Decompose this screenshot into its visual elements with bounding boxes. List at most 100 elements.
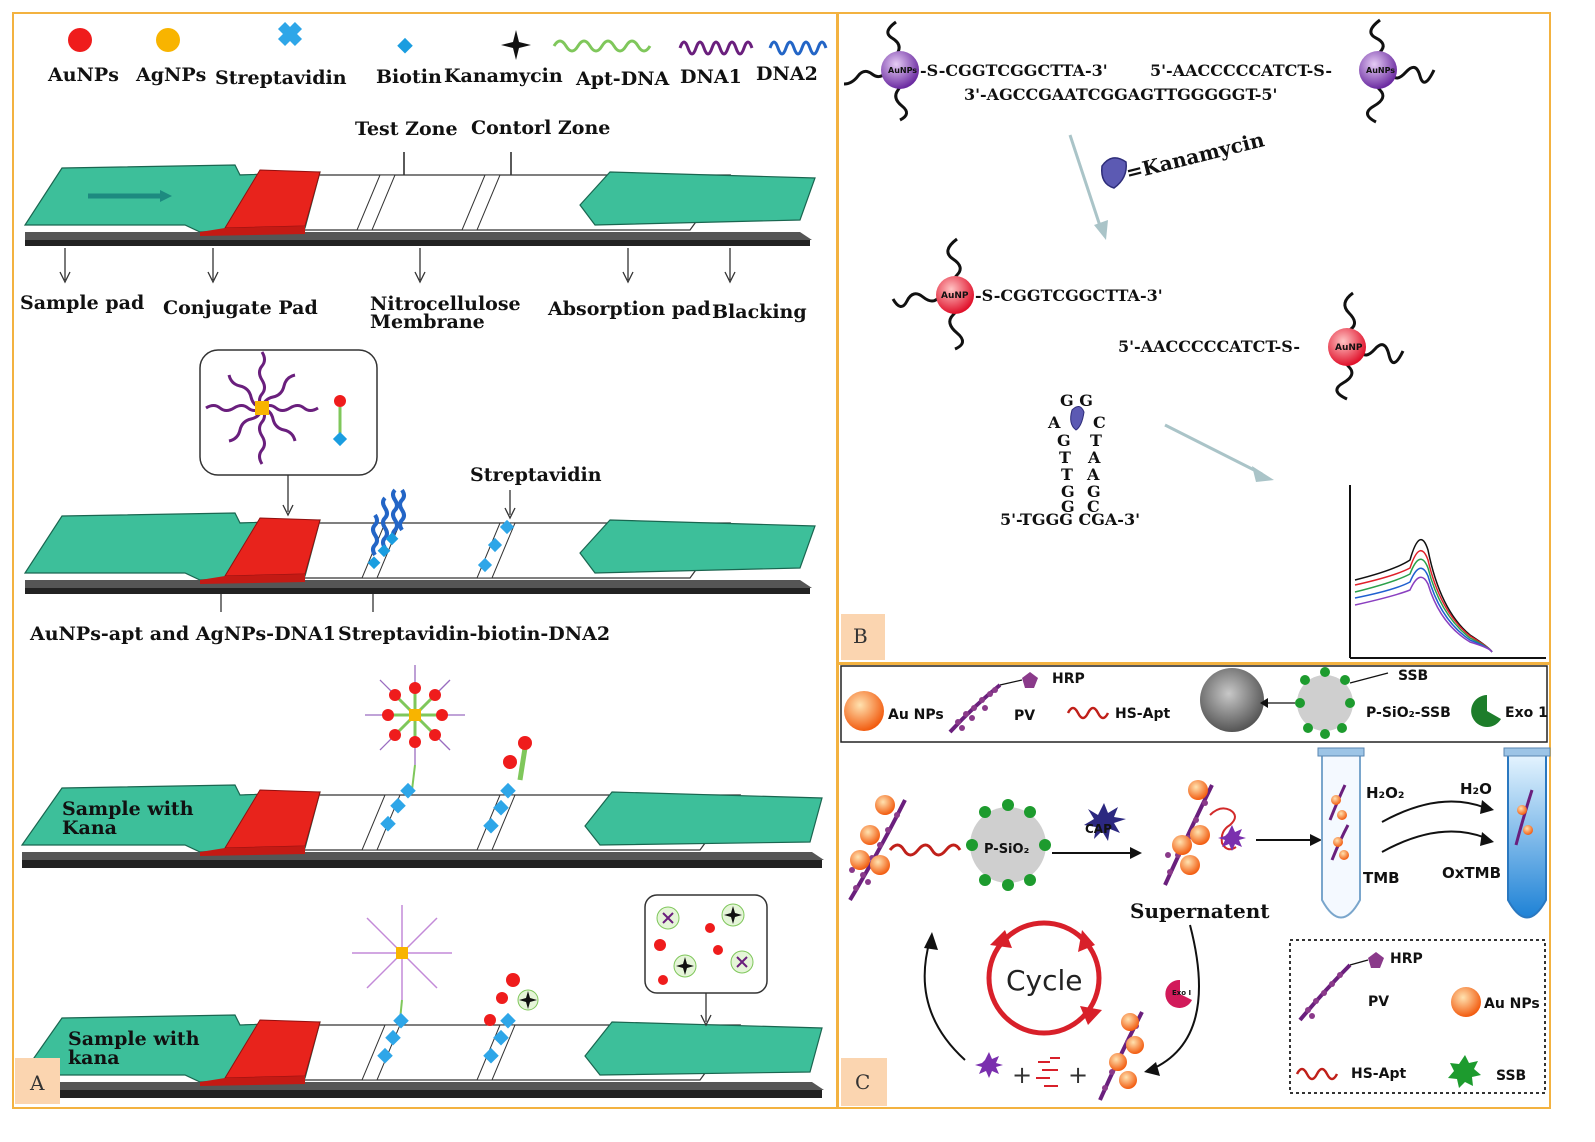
legend-dna1: DNA1 bbox=[680, 66, 742, 88]
legend2-ssb-icon bbox=[1448, 1055, 1481, 1088]
legend2-hs-apt-icon bbox=[1295, 1067, 1339, 1081]
hairpin-bottom: 5'-TGGG CGA-3' bbox=[1000, 510, 1140, 529]
strip-2 bbox=[23, 488, 816, 594]
panel-a-label: A bbox=[29, 1071, 45, 1095]
psio2-ssb-icon bbox=[1297, 675, 1353, 731]
pv-au-complex-3 bbox=[1098, 1011, 1144, 1101]
np3-label: AuNP bbox=[941, 291, 969, 301]
legend2-hs-apt: HS-Apt bbox=[1351, 1066, 1406, 1082]
exo-label: Exo I bbox=[1172, 989, 1191, 997]
panel-b-label-box bbox=[841, 614, 885, 660]
panel-b: AuNPs -S-CGGTCGGCTTA-3' 5'-AACCCCCATCT-S… bbox=[837, 12, 1551, 664]
conjugate-pad-label: Conjugate Pad bbox=[163, 297, 318, 319]
test-zone-label: Test Zone bbox=[355, 118, 458, 140]
c-legend-pv: PV bbox=[1014, 708, 1035, 724]
strip3-sample-label: Sample with bbox=[62, 798, 194, 820]
strip2-streptavidin-label: Streptavidin bbox=[470, 464, 602, 486]
legend2-au-np-icon bbox=[1451, 987, 1481, 1017]
seq-right: 5'-AACCCCCATCT-S- bbox=[1150, 61, 1332, 80]
hairpin-left-0: G bbox=[1057, 431, 1071, 450]
legend-streptavidin: Streptavidin bbox=[215, 67, 347, 89]
svg-text:+: + bbox=[1068, 1061, 1088, 1089]
cap-burst-icon bbox=[1084, 803, 1126, 841]
panel-b-label: B bbox=[853, 624, 868, 648]
h2o2-label: H₂O₂ bbox=[1366, 784, 1404, 802]
au-np-icon bbox=[844, 691, 884, 731]
c-legend-exo1: Exo 1 bbox=[1505, 705, 1548, 721]
cap-molecule-icon bbox=[975, 1052, 1003, 1078]
dna1-icon bbox=[678, 40, 754, 56]
legend2-ssb: SSB bbox=[1496, 1068, 1526, 1084]
apt-dna-icon bbox=[552, 39, 652, 53]
legend2-hrp: HRP bbox=[1390, 951, 1423, 967]
psio2-label: P-SiO₂ bbox=[984, 842, 1029, 857]
hs-apt-icon bbox=[1066, 706, 1110, 720]
panel-c: Au NPs HRP PV HS-Apt SSB P-SiO₂-SSB Ex bbox=[837, 663, 1551, 1109]
hairpin-left-4: G bbox=[1061, 497, 1075, 516]
control-zone-label: Contorl Zone bbox=[471, 117, 610, 139]
legend2-au-nps: Au NPs bbox=[1484, 996, 1540, 1012]
cycle-label: Cycle bbox=[1006, 964, 1083, 997]
np4-label: AuNP bbox=[1335, 343, 1363, 353]
c-legend-psio2-ssb: P-SiO₂-SSB bbox=[1366, 705, 1451, 721]
sample-pad-label: Sample pad bbox=[20, 292, 144, 314]
pv-au-complex-1 bbox=[848, 795, 962, 902]
c-legend-au-nps: Au NPs bbox=[888, 707, 944, 723]
c-legend-hrp: HRP bbox=[1052, 671, 1085, 687]
strip4-kana-label: kana bbox=[68, 1047, 120, 1069]
legend-biotin: Biotin bbox=[376, 66, 442, 88]
c-legend-ssb: SSB bbox=[1398, 668, 1428, 684]
membrane-label: Membrane bbox=[370, 311, 485, 333]
cap-label: CAP bbox=[1085, 822, 1112, 836]
nucleotides-icon bbox=[1036, 1057, 1060, 1087]
panel-c-label: C bbox=[855, 1070, 870, 1094]
agnp-inset bbox=[199, 349, 378, 517]
legend-kanamycin: Kanamycin bbox=[444, 65, 563, 87]
legend-dna2: DNA2 bbox=[756, 63, 818, 85]
hairpin-left-3: G bbox=[1061, 482, 1075, 501]
seq-left-2: -S-CGGTCGGCTTA-3' bbox=[975, 286, 1163, 305]
c-legend-hs-apt: HS-Apt bbox=[1115, 706, 1170, 722]
strip-4 bbox=[20, 894, 824, 1098]
sio2-sphere-icon bbox=[1200, 668, 1264, 732]
streptavidin-biotin-dna2-label: Streptavidin-biotin-DNA2 bbox=[338, 623, 610, 645]
panel-c-label-box bbox=[841, 1058, 887, 1106]
agnps-dot bbox=[156, 28, 180, 52]
svg-text:+: + bbox=[1012, 1061, 1032, 1089]
backing-label: Blacking bbox=[712, 301, 807, 323]
oxtmb-label: OxTMB bbox=[1442, 864, 1501, 882]
seq-complement: 3'-AGCCGAATCGGAGTTGGGGGT-5' bbox=[964, 85, 1277, 104]
hairpin-left-2: T bbox=[1061, 465, 1073, 484]
panel-a: AuNPs AgNPs Streptavidin Biotin Kanamyci… bbox=[12, 12, 838, 1109]
hairpin-right-4: C bbox=[1087, 497, 1100, 516]
legend2-pv-icon bbox=[1298, 952, 1384, 1022]
pv-au-complex-2 bbox=[1163, 780, 1246, 886]
hairpin-a: A bbox=[1047, 413, 1061, 432]
exo1-icon bbox=[1471, 695, 1501, 727]
strip3-kana-label: Kana bbox=[62, 817, 117, 839]
strip-3 bbox=[20, 665, 824, 868]
legend-apt-dna: Apt-DNA bbox=[575, 68, 670, 90]
exo1-enzyme-icon bbox=[1165, 979, 1192, 1008]
hairpin-top: G G bbox=[1060, 391, 1093, 410]
pv-icon bbox=[948, 672, 1038, 734]
legend-agnps: AgNPs bbox=[135, 64, 206, 86]
biotin-icon bbox=[397, 37, 413, 54]
absorption-pad-label: Absorption pad bbox=[547, 298, 711, 320]
legend2-pv: PV bbox=[1368, 994, 1389, 1010]
tmb-label: TMB bbox=[1363, 869, 1400, 887]
strip4-sample-label: Sample with bbox=[68, 1028, 200, 1050]
h2o-label: H₂O bbox=[1460, 780, 1492, 798]
panel-a-label-box bbox=[15, 1058, 60, 1104]
strip-1 bbox=[23, 164, 816, 246]
legend-2 bbox=[1289, 939, 1546, 1094]
absorption-spectrum bbox=[1349, 485, 1546, 659]
aunps-dot bbox=[68, 28, 92, 52]
np1-label: AuNPs bbox=[888, 66, 917, 75]
aptamer-hairpin: G G A C G T T G G T A A G C 5'-TGGG CGA-… bbox=[1000, 391, 1140, 529]
legend-a: AuNPs AgNPs Streptavidin Biotin Kanamyci… bbox=[47, 21, 828, 90]
hairpin-right-1: A bbox=[1087, 448, 1101, 467]
seq-left: -S-CGGTCGGCTTA-3' bbox=[920, 61, 1108, 80]
nitrocellulose-label: Nitrocellulose bbox=[370, 293, 521, 315]
